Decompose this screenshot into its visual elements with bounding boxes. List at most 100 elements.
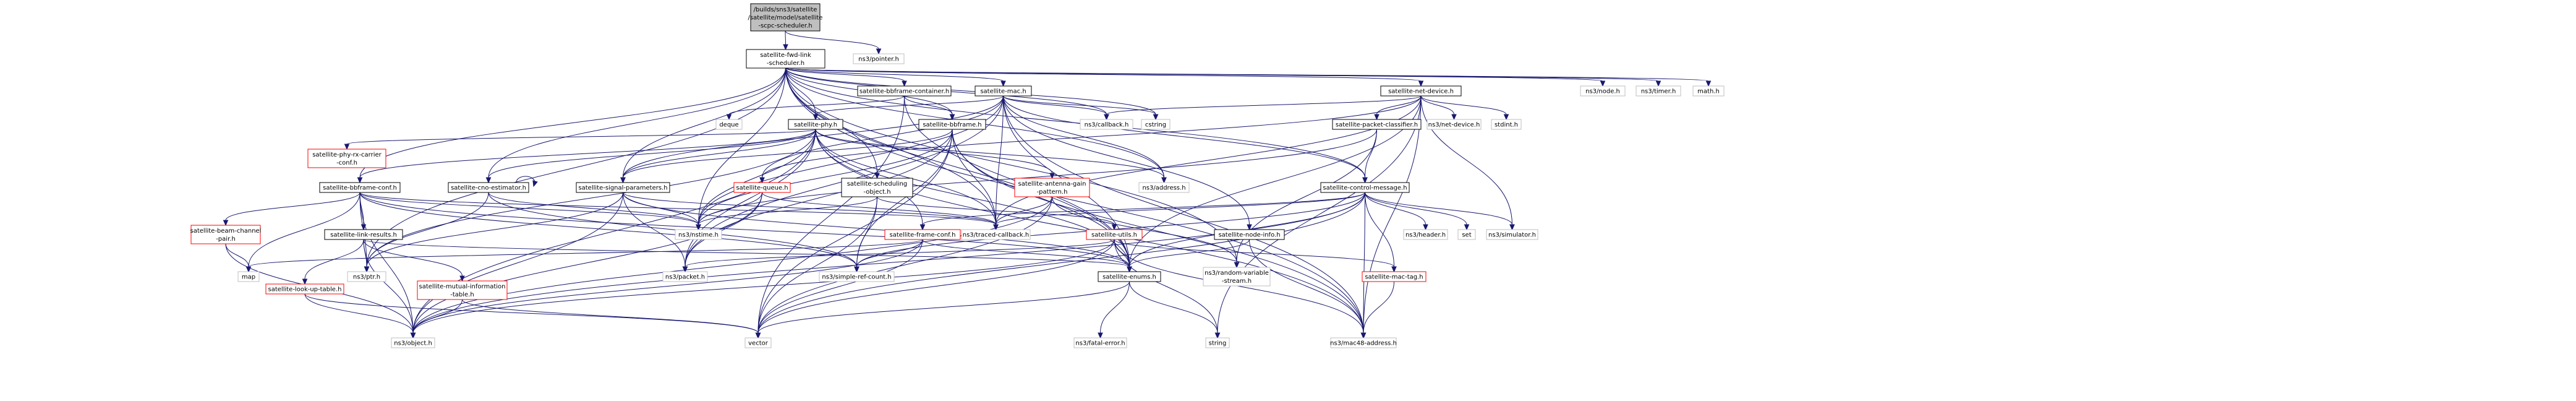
edge-fwd-to-sigparams — [620, 67, 786, 184]
node-simulator: ns3/simulator.h — [1486, 229, 1538, 240]
node-label: -scpc-scheduler.h — [758, 23, 812, 30]
node-label: ns3/pointer.h — [858, 56, 899, 63]
node-label: ns3/ptr.h — [353, 274, 380, 281]
node-bbconf[interactable]: satellite-bbframe-conf.h — [319, 182, 401, 193]
node-label: ns3/object.h — [394, 340, 432, 347]
node-utils[interactable]: satellite-utils.h — [1086, 229, 1143, 240]
edge-ctrlmsg-to-header — [1365, 192, 1428, 231]
node-label: ns3/header.h — [1405, 232, 1446, 239]
node-label: ns3/packet.h — [665, 274, 705, 281]
edge-frameconf-to-simpleref — [854, 239, 923, 273]
node-netdevice: ns3/net-device.h — [1427, 119, 1482, 130]
node-label: -table.h — [450, 291, 474, 298]
node-linkres[interactable]: satellite-link-results.h — [324, 229, 403, 240]
edge-antenna-to-randvar — [1052, 196, 1240, 269]
node-sigparams[interactable]: satellite-signal-parameters.h — [576, 182, 670, 193]
node-packet: ns3/packet.h — [662, 271, 708, 282]
edge-phy-to-object — [410, 129, 816, 339]
node-mactag[interactable]: satellite-mac-tag.h — [1362, 271, 1427, 282]
node-classifier[interactable]: satellite-packet-classifier.h — [1332, 119, 1422, 130]
node-label: ns3/random-variable — [1205, 270, 1269, 277]
node-ipaddr: ns3/address.h — [1138, 182, 1190, 193]
edge-utils-to-string — [1114, 239, 1221, 339]
node-label: satellite-bbframe-container.h — [859, 88, 949, 95]
node-label: string — [1209, 340, 1227, 347]
node-lookup[interactable]: satellite-look-up-table.h — [265, 283, 344, 295]
edge-bbcont-to-bbframe — [904, 95, 955, 121]
edge-ctrlmsg-to-traced — [993, 192, 1365, 231]
edge-ctrlmsg-to-mac48 — [1360, 192, 1367, 339]
node-vector: vector — [744, 337, 772, 348]
node-label: satellite-control-message.h — [1323, 185, 1407, 192]
edge-bbframe-to-sigparams — [620, 129, 953, 184]
node-label: -stream.h — [1222, 278, 1252, 285]
node-map: map — [237, 271, 260, 282]
node-nodeinfo[interactable]: satellite-node-info.h — [1214, 229, 1285, 240]
edge-netdev-to-queue — [759, 95, 1422, 184]
edge-sigparams-to-ptr — [364, 192, 623, 273]
node-header: ns3/header.h — [1403, 229, 1448, 240]
node-fwd[interactable]: satellite-fwd-link-scheduler.h — [746, 49, 825, 69]
node-label: satellite-mac.h — [980, 88, 1026, 95]
node-cstring: cstring — [1141, 119, 1171, 130]
node-label: satellite-phy-rx-carrier — [312, 152, 382, 158]
node-netdev[interactable]: satellite-net-device.h — [1380, 85, 1462, 97]
node-label: ns3/mac48-address.h — [1330, 340, 1397, 347]
edge-fwd-to-math — [785, 67, 1712, 87]
edge-utils-to-packet — [682, 239, 1115, 273]
node-label: satellite-frame-conf.h — [890, 232, 956, 239]
node-label: satellite-utils.h — [1091, 232, 1137, 239]
node-schedobj[interactable]: satellite-scheduling-object.h — [841, 178, 913, 197]
node-bbframe[interactable]: satellite-bbframe.h — [918, 119, 986, 130]
edge-linkres-to-ptr — [363, 239, 370, 273]
node-ptr: ns3/ptr.h — [347, 271, 386, 282]
node-label: satellite-packet-classifier.h — [1336, 122, 1418, 129]
edge-bbconf-to-simpleref — [359, 192, 859, 273]
node-cno[interactable]: satellite-cno-estimator.h — [448, 182, 529, 193]
edge-utils-to-mactag — [1114, 239, 1397, 273]
edge-ctrlmsg-to-object — [410, 192, 1365, 339]
node-label: /satellite/model/satellite — [748, 15, 823, 22]
node-label: satellite-enums.h — [1102, 274, 1156, 281]
node-carrier[interactable]: satellite-phy-rx-carrier-conf.h — [307, 149, 386, 168]
node-enums[interactable]: satellite-enums.h — [1098, 271, 1161, 282]
node-label: satellite-link-results.h — [330, 232, 397, 239]
node-label: satellite-cno-estimator.h — [451, 185, 526, 192]
node-label: ns3/timer.h — [1641, 88, 1676, 95]
node-label: stdint.h — [1495, 122, 1518, 129]
edge-netdev-to-traced — [993, 95, 1422, 231]
node-frameconf[interactable]: satellite-frame-conf.h — [884, 229, 961, 240]
node-label: vector — [748, 340, 769, 347]
node-bbcont[interactable]: satellite-bbframe-container.h — [857, 85, 952, 97]
edge-ctrlmsg-to-frameconf — [919, 192, 1365, 231]
edge-schedobj-to-nstime — [696, 196, 877, 231]
node-mutual[interactable]: satellite-mutual-information-table.h — [417, 280, 508, 300]
edge-mac-to-nstime — [696, 95, 1004, 231]
node-stdint: stdint.h — [1491, 119, 1522, 130]
node-antenna[interactable]: satellite-antenna-gain-pattern.h — [1014, 178, 1090, 197]
node-label: set — [1462, 232, 1471, 239]
node-ctrlmsg[interactable]: satellite-control-message.h — [1320, 182, 1410, 193]
node-beamchan[interactable]: satellite-beam-channel-pair.h — [190, 225, 262, 244]
node-phy[interactable]: satellite-phy.h — [788, 119, 843, 130]
node-label: ns3/callback.h — [1085, 122, 1129, 129]
node-label: deque — [719, 122, 738, 129]
node-label: ns3/nstime.h — [678, 232, 719, 239]
node-root[interactable]: /builds/sns3/satellite/satellite/model/s… — [748, 3, 823, 32]
node-label: ns3/address.h — [1142, 185, 1185, 192]
edge-phy-to-carrier — [344, 129, 816, 150]
node-label: satellite-beam-channel — [190, 228, 262, 235]
edge-ctrlmsg-to-set — [1365, 192, 1470, 231]
edge-cno-to-cno — [516, 176, 538, 188]
edge-ctrlmsg-to-vector — [755, 192, 1365, 339]
edge-frameconf-to-map — [245, 239, 923, 273]
node-queue[interactable]: satellite-queue.h — [733, 182, 791, 193]
node-label: satellite-node-info.h — [1218, 232, 1280, 239]
edge-queue-to-traced — [762, 192, 999, 231]
node-label: math.h — [1697, 88, 1720, 95]
node-label: -object.h — [863, 189, 890, 196]
node-label: satellite-queue.h — [736, 185, 788, 192]
node-mac[interactable]: satellite-mac.h — [975, 85, 1032, 97]
node-traced: ns3/traced-callback.h — [961, 229, 1031, 240]
node-label: -scheduler.h — [767, 60, 804, 67]
